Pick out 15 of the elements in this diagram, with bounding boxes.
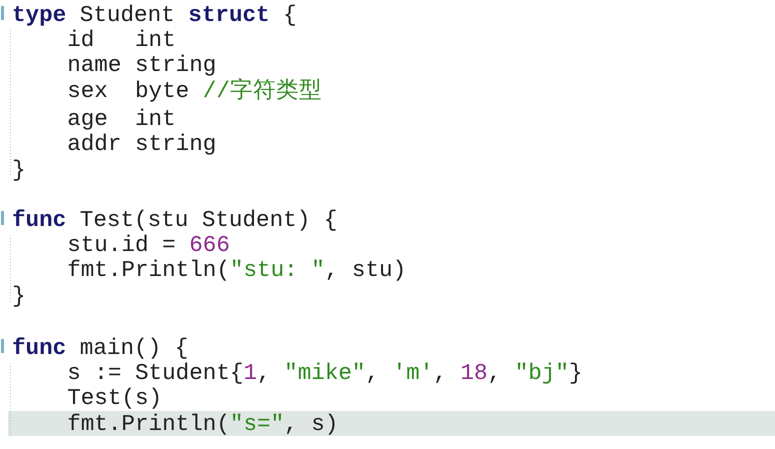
code-line: stu.id = 666 (67, 233, 230, 257)
code-line: Test(s) (67, 386, 162, 410)
code-line: s := Student{1, "mike", 'm', 18, "bj"} (67, 361, 582, 385)
code-line: func Test(stu Student) { (12, 208, 338, 232)
code-line: sex byte //字符类型 (67, 79, 322, 103)
code-line: fmt.Println("s=", s) (67, 412, 338, 436)
code-line: id int (67, 28, 176, 52)
code-line: func main() { (12, 336, 188, 360)
code-line: fmt.Println("stu: ", stu) (67, 258, 406, 282)
code-line: type Student struct { (12, 3, 297, 27)
code-line: age int (67, 107, 176, 131)
code-line: } (12, 284, 26, 308)
code-line: addr string (67, 132, 216, 156)
code-line: } (12, 158, 26, 182)
code-line: name string (67, 53, 216, 77)
